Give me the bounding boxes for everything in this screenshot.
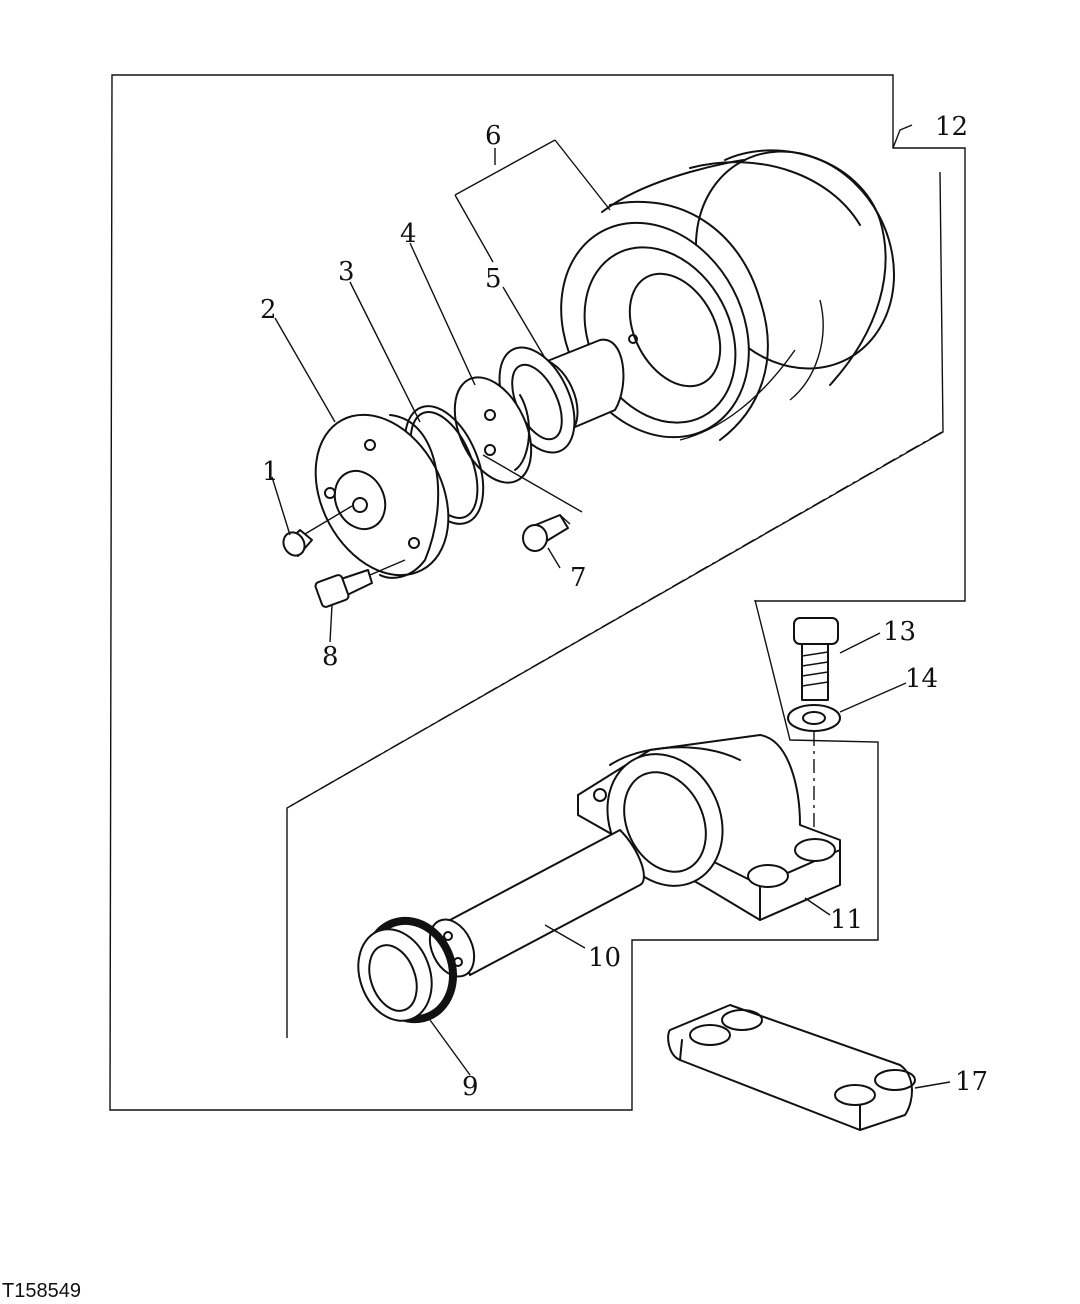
callout-4: 4 — [400, 219, 417, 249]
callout-12: 12 — [935, 112, 968, 142]
washer-14 — [787, 704, 841, 835]
plate — [667, 1004, 916, 1131]
seal — [357, 916, 458, 1024]
center-line — [286, 431, 943, 809]
callout-1: 1 — [262, 457, 279, 487]
callout-6: 6 — [485, 121, 502, 151]
callout-8: 8 — [322, 642, 339, 672]
bolt-8 — [314, 559, 406, 608]
callout-17: 17 — [955, 1067, 988, 1097]
callout-10: 10 — [588, 943, 621, 973]
assembly-boundary-12 — [109, 74, 966, 1111]
callout-7: 7 — [570, 563, 587, 593]
thrust-washer — [453, 376, 533, 484]
bolt-13 — [793, 617, 839, 701]
cover-plate — [314, 413, 450, 579]
callout-2: 2 — [260, 295, 277, 325]
screw-7 — [482, 454, 583, 552]
callout-9: 9 — [462, 1072, 479, 1102]
callout-5: 5 — [485, 264, 502, 294]
plug — [282, 505, 353, 557]
callout-3: 3 — [338, 257, 355, 287]
figure-id: T158549 — [2, 1280, 81, 1302]
roller-group-boundary — [286, 171, 944, 1038]
callout-14: 14 — [905, 664, 938, 694]
callout-13: 13 — [883, 617, 916, 647]
callout-11: 11 — [830, 905, 863, 935]
leader-lines — [271, 124, 951, 1089]
